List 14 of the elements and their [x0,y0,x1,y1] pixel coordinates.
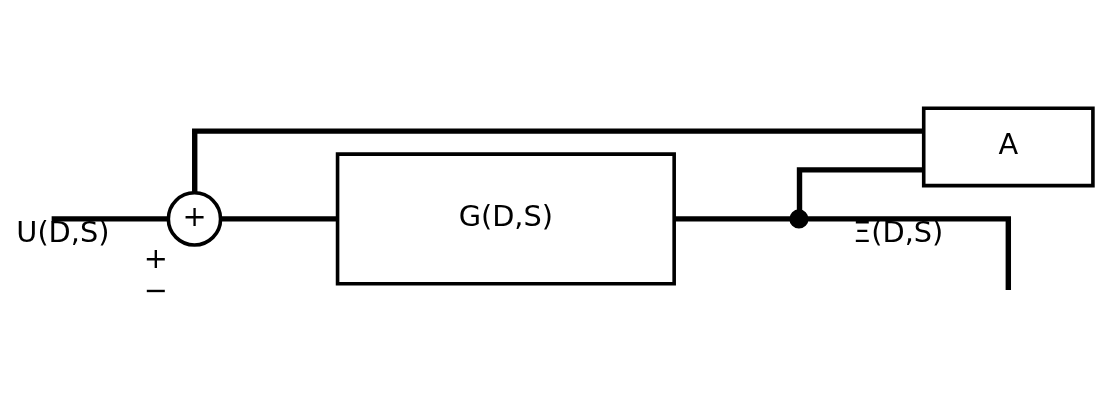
node-label: + [143,240,168,275]
connector [192,127,924,193]
node-circle [789,208,809,228]
edge-label: Ξ(D,S) [853,214,944,249]
node-box: A [921,105,1095,187]
edge-label: U(D,S) [16,214,110,249]
connector [51,215,168,222]
connector [674,215,791,222]
node-circle: + [166,190,223,247]
node-box: G(D,S) [335,151,676,285]
connector [221,215,338,222]
connector [796,166,924,211]
connector [806,215,1012,290]
node-label: − [143,272,168,307]
